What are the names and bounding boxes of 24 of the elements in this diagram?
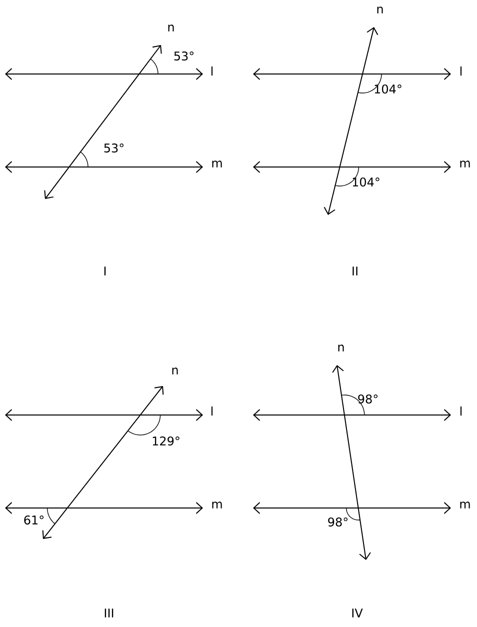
line-label: m [212, 502, 222, 508]
line-label: l [460, 406, 462, 416]
angle-label: 129° [152, 436, 180, 446]
line-label: l [211, 66, 213, 76]
angle-label: 104° [374, 84, 402, 94]
line-label: n [377, 6, 383, 14]
figure-label: III [104, 608, 114, 618]
angle-label: 98° [328, 517, 348, 527]
figure-label: I [104, 266, 106, 276]
line-label: n [172, 368, 178, 374]
figure-label: IV [352, 608, 363, 618]
angle-label: 53° [104, 143, 124, 153]
line-label: m [460, 502, 470, 508]
line-label: l [460, 66, 462, 76]
line-label: n [168, 24, 174, 32]
angle-label: 61° [24, 515, 44, 525]
angle-label: 53° [174, 51, 194, 61]
line-label: m [212, 160, 222, 168]
figure-label: II [352, 266, 358, 276]
line-label: l [211, 406, 213, 416]
angle-label: 98° [358, 394, 378, 404]
angle-label: 104° [352, 177, 380, 187]
line-label: m [460, 160, 470, 168]
line-label: n [338, 344, 344, 352]
